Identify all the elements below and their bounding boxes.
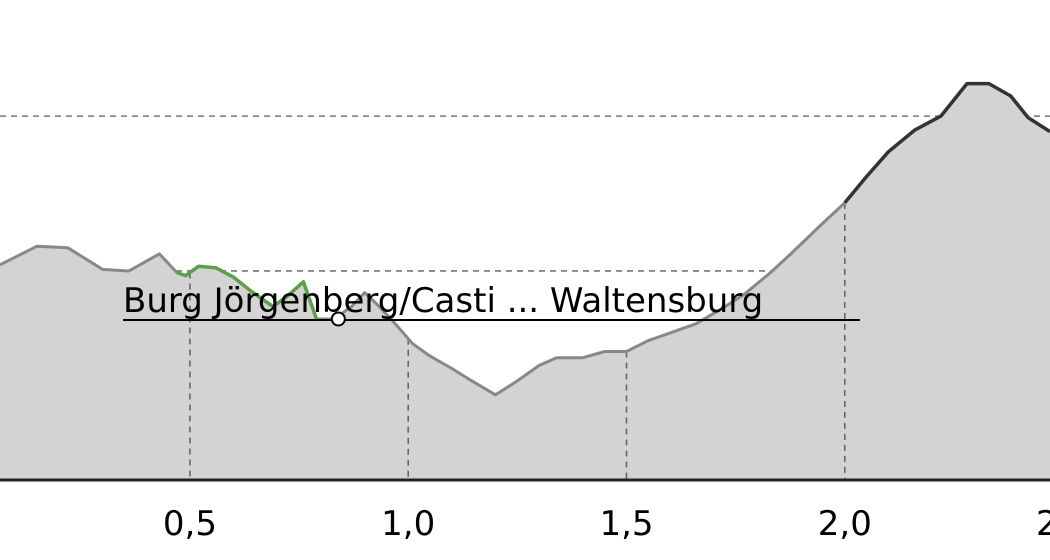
highlighted-route-segment [176,264,319,320]
elevation-area [0,83,1050,480]
annotations: Burg Jörgenberg/Casti ... Waltensburg [123,281,860,327]
x-tick-label: 0,5 [163,504,217,544]
waypoint-marker [330,311,346,327]
x-tick-label: 2,5 [1036,504,1050,544]
dark-route-segment [843,81,1050,204]
x-tick-label: 1,0 [381,504,435,544]
x-axis-ticks: 0,5 1,0 1,5 2,0 2,5 [163,504,1050,544]
vertical-grid [189,202,846,480]
x-tick-label: 1,5 [599,504,653,544]
waypoint-label: Burg Jörgenberg/Casti ... Waltensburg [123,281,763,321]
x-tick-label: 2,0 [818,504,872,544]
